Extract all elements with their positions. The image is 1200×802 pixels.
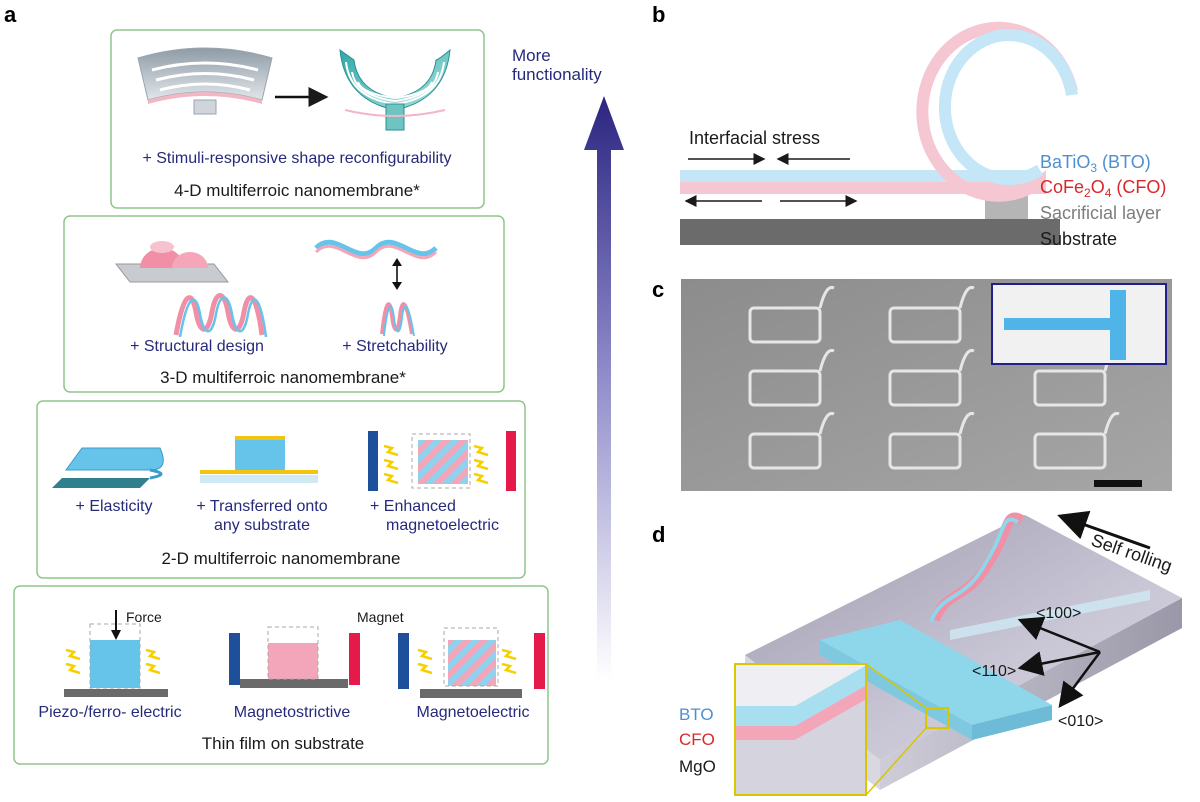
tier2-box <box>36 400 526 579</box>
tier1-type-piezo: Piezo-/ferro- electric <box>38 704 181 721</box>
tier2-feature-me-1: + Enhanced <box>370 498 456 515</box>
curled-kirigami-membrane <box>339 48 451 131</box>
bto-formula: BaTiO <box>1040 152 1090 172</box>
panel-label-b: b <box>652 2 665 27</box>
self-rolled-ribbon <box>929 512 1025 623</box>
bto-abbreviation: (BTO) <box>1097 152 1151 172</box>
tier1-type-magnetostrictive: Magnetostrictive <box>234 704 351 721</box>
arrow-label-functionality: functionality <box>512 65 602 84</box>
self-rolling-arrow <box>1057 510 1151 550</box>
helix-structure-icon <box>173 293 268 338</box>
compressed-helix-icon <box>380 302 415 337</box>
cfo-flat-layer <box>680 182 1040 194</box>
substrate-legend-label: Substrate <box>1040 229 1117 249</box>
panel-label-d: d <box>652 522 665 547</box>
enhanced-me-icon <box>368 431 516 491</box>
tier1-title: Thin film on substrate <box>202 734 365 753</box>
tier3-title: 3-D multiferroic nanomembrane* <box>160 368 406 387</box>
rolled-bilayer <box>916 21 1078 202</box>
crystal-direction-arrows <box>1017 616 1102 709</box>
panel-label-c: c <box>652 277 664 302</box>
cfo-formula-o: O <box>1091 177 1105 197</box>
cfo-formula: CoFe <box>1040 177 1084 197</box>
tier3-feature-structural: + Structural design <box>130 338 264 355</box>
transferred-film-icon <box>200 436 318 483</box>
cfo-subscript-2: 4 <box>1105 186 1112 200</box>
cfo-subscript-1: 2 <box>1084 186 1091 200</box>
magnetoelectric-film-icon <box>398 627 545 698</box>
tier3-box <box>63 215 505 393</box>
flat-kirigami-membrane <box>137 47 273 115</box>
tier2-feature-me-2: magnetoelectric <box>386 517 499 534</box>
wavy-ribbon-icon <box>314 239 438 260</box>
magnet-label: Magnet <box>357 609 404 625</box>
tier2-feature-transfer-1: + Transferred onto <box>196 498 327 515</box>
stretch-arrow-head-up <box>392 258 402 266</box>
cfo-abbreviation: (CFO) <box>1111 177 1166 197</box>
interfacial-stress-label: Interfacial stress <box>689 128 820 148</box>
magnetostrictive-film-icon <box>229 626 360 688</box>
cfo-legend-label: CoFe2O4 (CFO) <box>1040 177 1166 200</box>
tier1-type-magnetoelectric: Magnetoelectric <box>417 704 530 721</box>
substrate-layer <box>680 219 1060 245</box>
stretch-arrow-head-down <box>392 282 402 290</box>
sacrificial-legend-label: Sacrificial layer <box>1040 203 1161 223</box>
tier4-title: 4-D multiferroic nanomembrane* <box>174 181 420 200</box>
bubble-structure-icon <box>114 241 230 283</box>
tier3-feature-stretch: + Stretchability <box>342 338 447 355</box>
piezo-film-icon <box>64 610 168 697</box>
sem-microtube-array <box>748 285 1120 470</box>
bto-ribbon-track <box>950 590 1150 640</box>
arrow-label-more: More <box>512 46 551 65</box>
tier4-feature: + Stimuli-responsive shape reconfigurabi… <box>142 150 451 167</box>
bent-film-icon <box>52 447 164 488</box>
direction-010: <010> <box>1058 713 1103 730</box>
zoom-source-box <box>925 707 949 729</box>
direction-110: <110> <box>972 663 1016 680</box>
bto-legend-label: BaTiO3 (BTO) <box>1040 152 1151 175</box>
layer-label-cfo: CFO <box>679 730 715 749</box>
scale-bar <box>1094 480 1142 487</box>
zoom-line-top <box>865 663 927 709</box>
tier2-title: 2-D multiferroic nanomembrane <box>161 549 400 568</box>
layer-label-bto: BTO <box>679 705 714 724</box>
functionality-arrow <box>584 96 624 680</box>
force-label: Force <box>126 609 162 625</box>
sem-pattern-inset <box>991 283 1167 365</box>
layer-label-mgo: MgO <box>679 757 716 776</box>
bto-subscript: 3 <box>1090 161 1097 175</box>
panel-label-a: a <box>4 2 17 27</box>
zoom-inset <box>734 663 867 796</box>
tier2-feature-transfer-2: any substrate <box>214 517 310 534</box>
zoom-line-bottom <box>865 727 927 796</box>
direction-100: <100> <box>1036 605 1081 622</box>
tier2-feature-elasticity: + Elasticity <box>76 498 153 515</box>
